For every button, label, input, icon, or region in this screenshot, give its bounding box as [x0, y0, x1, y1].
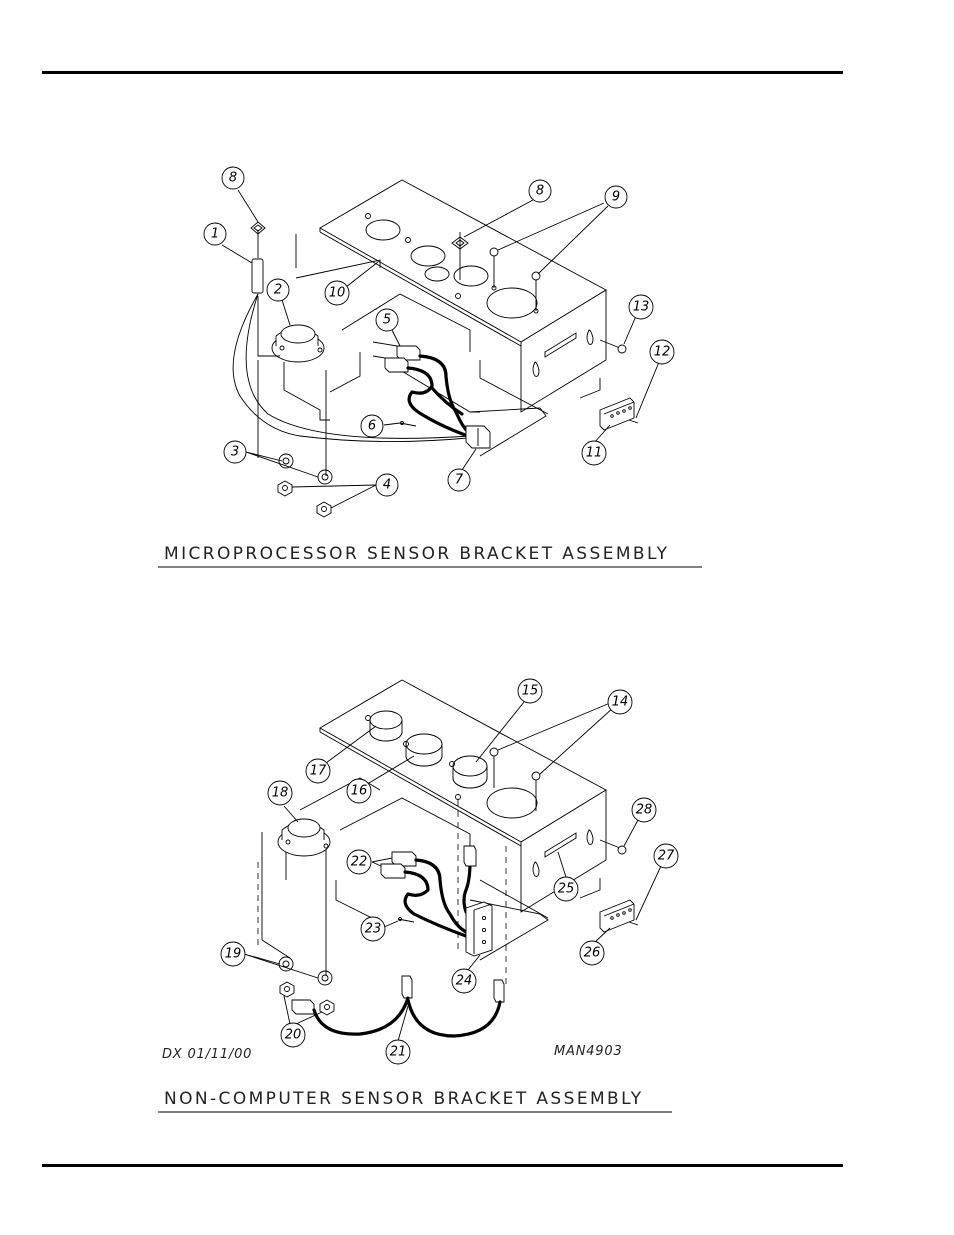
callout-24: 24: [452, 969, 476, 993]
callout-16: 16: [347, 779, 371, 803]
non-computer-sensor-bracket-drawing: 15 14 17 16 18 28 27 22 25 23 26 24 19 2…: [158, 679, 678, 1112]
svg-text:8: 8: [229, 171, 237, 186]
svg-text:7: 7: [455, 473, 464, 488]
callout-6: 6: [361, 415, 383, 437]
svg-text:13: 13: [633, 300, 650, 315]
callout-3: 3: [224, 441, 246, 463]
callout-10: 10: [325, 281, 349, 305]
callout-8: 8: [529, 180, 551, 202]
svg-text:24: 24: [456, 974, 473, 989]
callout-17: 17: [306, 759, 330, 783]
callout-9: 9: [605, 186, 627, 208]
microprocessor-assembly-title: MICROPROCESSOR SENSOR BRACKET ASSEMBLY: [164, 544, 669, 564]
callout-20: 20: [281, 1023, 305, 1047]
svg-text:28: 28: [636, 803, 653, 818]
svg-text:9: 9: [612, 190, 620, 205]
callout-13: 13: [629, 295, 653, 319]
svg-text:1: 1: [211, 227, 219, 242]
svg-text:10: 10: [329, 286, 346, 301]
svg-text:11: 11: [586, 446, 603, 461]
callout-5: 5: [376, 309, 398, 331]
svg-text:16: 16: [351, 784, 368, 799]
svg-text:18: 18: [272, 786, 289, 801]
callout-19: 19: [221, 942, 245, 966]
svg-text:14: 14: [612, 695, 629, 710]
svg-text:6: 6: [368, 419, 376, 434]
callout-26: 26: [580, 941, 604, 965]
svg-text:8: 8: [536, 184, 544, 199]
callout-18: 18: [268, 781, 292, 805]
callout-7: 7: [448, 469, 470, 491]
callout-2: 2: [267, 279, 289, 301]
svg-text:12: 12: [654, 345, 671, 360]
callout-12: 12: [650, 340, 674, 364]
callout-27: 27: [654, 844, 678, 868]
date-note: DX 01/11/00: [162, 1047, 252, 1062]
callout-15: 15: [518, 679, 542, 703]
callout-21: 21: [386, 1040, 410, 1064]
svg-text:20: 20: [285, 1028, 302, 1043]
callout-28: 28: [632, 798, 656, 822]
svg-text:26: 26: [584, 946, 601, 961]
callout-25: 25: [554, 877, 578, 901]
svg-text:25: 25: [558, 882, 575, 897]
svg-text:21: 21: [390, 1045, 407, 1060]
drawing-number: MAN4903: [554, 1044, 623, 1059]
svg-text:19: 19: [225, 947, 242, 962]
callout-4: 4: [376, 474, 398, 496]
svg-text:22: 22: [351, 855, 368, 870]
svg-text:23: 23: [365, 922, 382, 937]
svg-text:2: 2: [274, 283, 282, 298]
non-computer-assembly-title: NON-COMPUTER SENSOR BRACKET ASSEMBLY: [164, 1089, 643, 1109]
callout-14: 14: [608, 690, 632, 714]
callout-1: 1: [204, 223, 226, 245]
callout-8: 8: [222, 167, 244, 189]
svg-text:17: 17: [310, 764, 327, 779]
microprocessor-sensor-bracket-drawing: 8 1 2 10 8 9 5 13 12 6 3 4 7 11 MICROPRO…: [158, 167, 702, 567]
svg-text:5: 5: [383, 313, 391, 328]
svg-text:4: 4: [383, 478, 391, 493]
svg-text:15: 15: [522, 684, 539, 699]
callout-22: 22: [347, 850, 371, 874]
svg-text:27: 27: [658, 849, 675, 864]
callout-23: 23: [361, 917, 385, 941]
svg-text:3: 3: [231, 445, 239, 460]
callout-11: 11: [582, 441, 606, 465]
